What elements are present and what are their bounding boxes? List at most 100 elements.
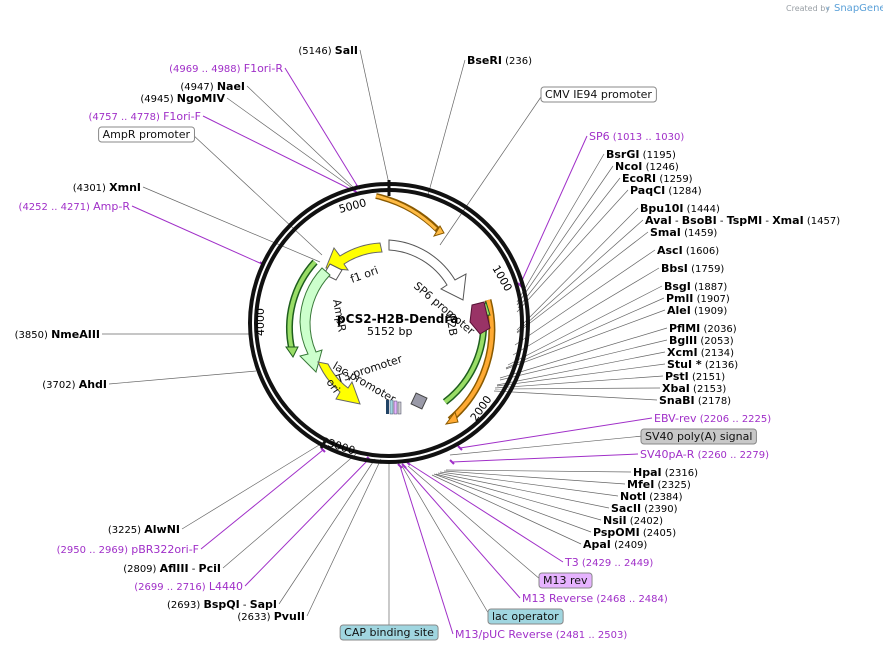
m13-rev-right-33-label[interactable]: M13 rev xyxy=(543,574,588,587)
pvuii-left-15-label[interactable]: (2633) PvuII xyxy=(237,610,305,623)
f1-ori-label: f1 ori xyxy=(349,264,380,286)
m13-reverse-right-34-primer-mark xyxy=(401,463,407,469)
h2b-feature[interactable] xyxy=(469,301,491,335)
smai-right-9-leader xyxy=(516,231,649,334)
paqci-right-6-label[interactable]: PaqCI (1284) xyxy=(630,184,702,197)
apai-right-31-leader xyxy=(431,474,582,545)
bsrgi-right-3-label[interactable]: BsrGI (1195) xyxy=(606,148,676,161)
xcmi-right-17-leader xyxy=(496,351,666,386)
tick-3000-mark xyxy=(319,437,329,449)
xcmi-right-17-label[interactable]: XcmI (2134) xyxy=(667,346,734,359)
pmli-right-13-label[interactable]: PmlI (1907) xyxy=(666,292,730,305)
ampr-outer-arc xyxy=(287,260,317,351)
ncoi-right-4-label[interactable]: NcoI (1246) xyxy=(615,160,679,173)
pflmi-right-15-leader xyxy=(499,327,668,379)
sali-left-0-label[interactable]: (5146) SalI xyxy=(298,44,358,57)
cap-binding-site-left-16-box[interactable] xyxy=(339,624,439,641)
bbsi-right-11-label[interactable]: BbsI (1759) xyxy=(661,262,724,275)
sacii-right-28-label[interactable]: SacII (2390) xyxy=(611,502,678,515)
ampr-outer-arrowhead-icon xyxy=(285,346,299,358)
afliii-left-12-label[interactable]: (2809) AflIII - PciI xyxy=(123,562,221,575)
ampr-promoter-left-5-label[interactable]: AmpR promoter xyxy=(103,128,191,141)
ampr-promoter-left-5-box[interactable] xyxy=(98,126,195,143)
bpu10i-right-7-label[interactable]: Bpu10I (1444) xyxy=(640,202,720,215)
mfei-right-26-leader xyxy=(443,470,626,485)
l4440-left-13-leader xyxy=(244,458,370,587)
stui-right-18-label[interactable]: StuI * (2136) xyxy=(667,358,738,371)
sali-left-0-leader xyxy=(359,49,390,185)
bseri-right-0-leader xyxy=(427,59,466,196)
credit-brand[interactable]: SnapGene xyxy=(834,3,883,14)
amp-r-left-7-leader xyxy=(131,205,263,265)
t3-right-32-label[interactable]: T3 (2429 .. 2449) xyxy=(564,556,653,569)
cmv-arc-outline xyxy=(375,193,441,233)
f1ori-r-left-1-label[interactable]: (4969 .. 4988) F1ori-R xyxy=(169,62,283,75)
m13-puc-reverse-right-36-label[interactable]: M13/pUC Reverse (2481 .. 2503) xyxy=(455,628,627,641)
snabi-right-21-leader xyxy=(493,390,658,401)
noti-right-27-label[interactable]: NotI (2384) xyxy=(620,490,683,503)
ampr-promoter-left-5-leader xyxy=(191,133,323,256)
cap-binding-site-left-16-label[interactable]: CAP binding site xyxy=(344,626,434,639)
ncoi-right-4-leader xyxy=(516,165,614,306)
bspqi-left-14-label[interactable]: (2693) BspQI - SapI xyxy=(167,598,277,611)
xmni-left-6-label[interactable]: (4301) XmnI xyxy=(73,181,141,194)
ampr-feature[interactable] xyxy=(299,267,331,373)
m13-puc-reverse-right-36-primer-mark xyxy=(397,463,403,469)
pmli-right-13-leader xyxy=(505,297,665,369)
pbr322ori-f-left-11-primer-mark xyxy=(320,447,326,453)
alwni-left-10-label[interactable]: (3225) AlwNI xyxy=(108,523,180,536)
f1ori-f-left-4-label[interactable]: (4757 .. 4778) F1ori-F xyxy=(88,110,201,123)
m13-reverse-right-34-label[interactable]: M13 Reverse (2468 .. 2484) xyxy=(522,592,668,605)
pspomi-right-30-label[interactable]: PspOMI (2405) xyxy=(593,526,676,539)
mfei-right-26-label[interactable]: MfeI (2325) xyxy=(627,478,691,491)
ahdi-left-9-leader xyxy=(108,370,257,385)
m13-rev-right-33-box[interactable] xyxy=(538,572,593,589)
bseri-right-0-label[interactable]: BseRI (236) xyxy=(467,54,532,67)
naei-left-2-label[interactable]: (4947) NaeI xyxy=(180,80,245,93)
l4440-left-13-label[interactable]: (2699 .. 2716) L4440 xyxy=(134,580,243,593)
ori-feature[interactable] xyxy=(317,361,361,405)
sv40-polya-feature[interactable] xyxy=(410,392,428,410)
pflmi-right-15-label[interactable]: PflMI (2036) xyxy=(669,322,737,335)
alei-right-14-label[interactable]: AleI (1909) xyxy=(667,304,727,317)
bglii-right-16-leader xyxy=(499,339,668,381)
bsgi-right-12-label[interactable]: BsgI (1887) xyxy=(664,280,727,293)
lac-operator-right-35-leader xyxy=(401,465,491,617)
hpai-right-25-label[interactable]: HpaI (2316) xyxy=(633,466,698,479)
sv40-poly-a-signal-right-23-box[interactable] xyxy=(640,428,757,445)
sp6-right-2-label[interactable]: SP6 (1013 .. 1030) xyxy=(589,130,684,143)
ecori-right-5-label[interactable]: EcoRI (1259) xyxy=(622,172,693,185)
sp6-promoter-feature[interactable] xyxy=(388,239,467,301)
smai-right-9-label[interactable]: SmaI (1459) xyxy=(650,226,717,239)
nsii-right-29-label[interactable]: NsiI (2402) xyxy=(603,514,663,527)
credit-prefix: Created by xyxy=(786,4,830,13)
cmv-arrowhead-icon xyxy=(432,225,445,237)
ngomiv-left-3-leader xyxy=(226,97,356,191)
ebv-rev-right-22-label[interactable]: EBV-rev (2206 .. 2225) xyxy=(654,412,771,425)
avai-right-8-label[interactable]: AvaI - BsoBI - TspMI - XmaI (1457) xyxy=(645,214,840,227)
pspomi-right-30-leader xyxy=(433,473,592,533)
lac-operator-right-35-box[interactable] xyxy=(487,608,564,625)
tick-4000: 4000 xyxy=(254,308,267,336)
cmv-ie94-promoter-right-1-leader xyxy=(439,93,544,246)
sv40pa-r-right-24-primer-mark xyxy=(449,459,455,465)
bsrgi-right-3-leader xyxy=(516,153,605,303)
bglii-right-16-label[interactable]: BglII (2053) xyxy=(669,334,734,347)
asci-right-10-label[interactable]: AscI (1606) xyxy=(657,244,719,257)
xbai-right-20-label[interactable]: XbaI (2153) xyxy=(662,382,726,395)
cmv-ie94-promoter-right-1-label[interactable]: CMV IE94 promoter xyxy=(545,88,652,101)
psti-right-19-label[interactable]: PstI (2151) xyxy=(665,370,725,383)
lac-operator-right-35-label[interactable]: lac operator xyxy=(492,610,559,623)
ngomiv-left-3-label[interactable]: (4945) NgoMIV xyxy=(140,92,225,105)
amp-r-left-7-label[interactable]: (4252 .. 4271) Amp-R xyxy=(19,200,131,213)
ampr-label: AmpR xyxy=(330,298,349,333)
nmeaiii-left-8-label[interactable]: (3850) NmeAIII xyxy=(15,328,100,341)
sv40pa-r-right-24-label[interactable]: SV40pA-R (2260 .. 2279) xyxy=(640,448,769,461)
snabi-right-21-label[interactable]: SnaBI (2178) xyxy=(659,394,731,407)
cmv-ie94-promoter-right-1-box[interactable] xyxy=(540,86,657,103)
ahdi-left-9-label[interactable]: (3702) AhdI xyxy=(42,378,107,391)
sv40-poly-a-signal-right-23-label[interactable]: SV40 poly(A) signal xyxy=(645,430,752,443)
apai-right-31-label[interactable]: ApaI (2409) xyxy=(583,538,647,551)
xbai-right-20-leader xyxy=(494,387,661,390)
pbr322ori-f-left-11-label[interactable]: (2950 .. 2969) pBR322ori-F xyxy=(57,543,199,556)
